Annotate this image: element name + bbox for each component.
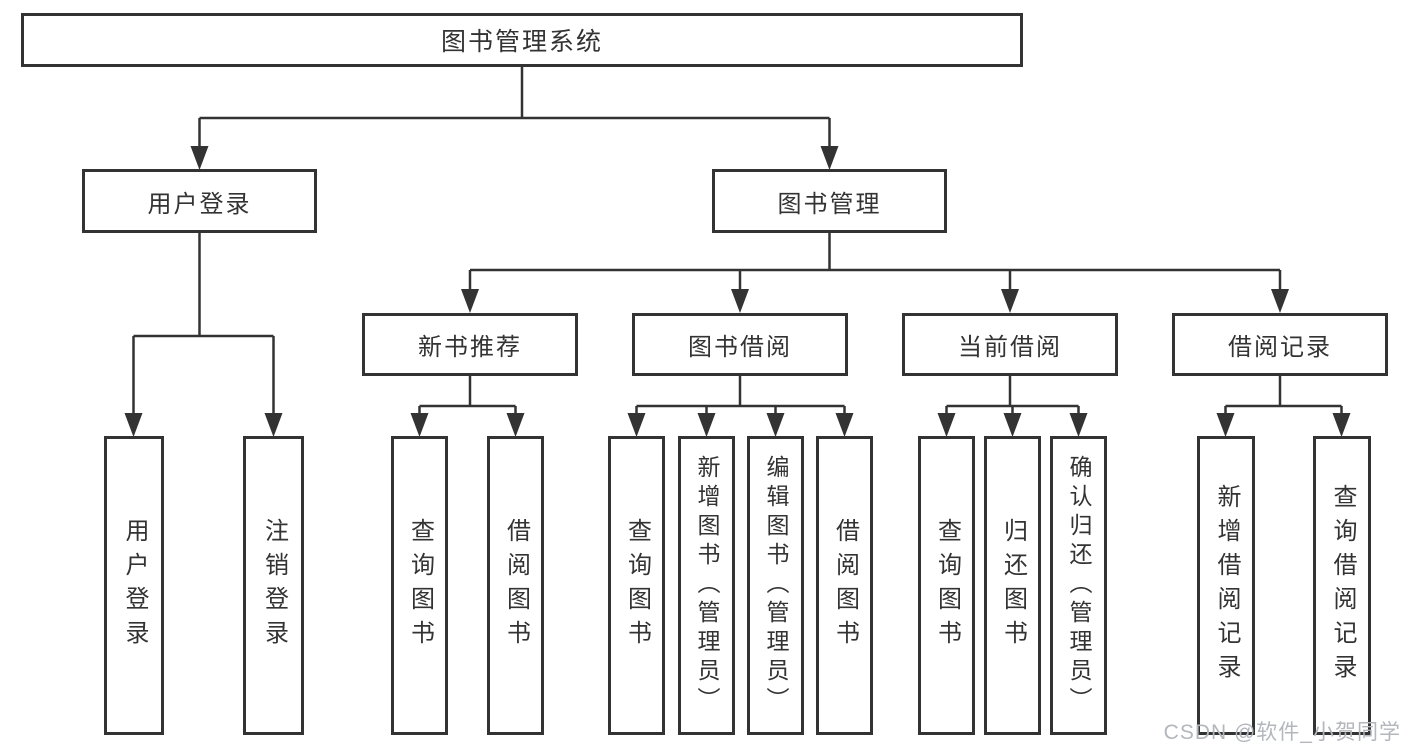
leaf-current-return-books: 归还图书: [984, 436, 1041, 735]
node-label: 用户登录: [121, 517, 148, 654]
node-book-borrow: 图书借阅: [632, 313, 848, 376]
leaf-current-confirm-return-admin: 确认归还（管理员）: [1050, 436, 1107, 735]
node-label: 查询图书: [623, 517, 651, 654]
node-label: 查询借阅记录: [1329, 483, 1356, 688]
node-borrow-records: 借阅记录: [1172, 313, 1388, 376]
node-label: 查询图书: [406, 517, 434, 654]
node-label: 确认归还（管理员）: [1066, 455, 1092, 716]
node-current-borrow: 当前借阅: [902, 313, 1118, 376]
node-label: 当前借阅: [958, 334, 1062, 361]
node-new-book-recommend: 新书推荐: [362, 313, 578, 376]
node-label: 归还图书: [999, 517, 1027, 654]
node-book-management: 图书管理: [712, 169, 947, 233]
node-label: 借阅图书: [502, 517, 530, 654]
node-root: 图书管理系统: [21, 13, 1023, 67]
leaf-borrow-borrow-books: 借阅图书: [816, 436, 873, 735]
node-label: 编辑图书（管理员）: [763, 455, 789, 716]
node-label: 图书管理: [777, 190, 882, 218]
leaf-recommend-query-books: 查询图书: [391, 436, 448, 735]
node-label: 借阅记录: [1228, 334, 1332, 361]
leaf-records-add-record: 新增借阅记录: [1197, 436, 1255, 735]
leaf-borrow-query-books: 查询图书: [608, 436, 665, 735]
node-label: 注销登录: [260, 517, 288, 654]
leaf-records-query-record: 查询借阅记录: [1313, 436, 1371, 735]
node-label: 用户登录: [147, 190, 252, 218]
node-label: 查询图书: [933, 517, 961, 654]
leaf-borrow-add-books-admin: 新增图书（管理员）: [678, 436, 735, 735]
node-label: 图书管理系统: [440, 28, 603, 56]
arrowheads: [124, 146, 1351, 437]
node-label: 图书借阅: [688, 334, 792, 361]
leaf-logout: 注销登录: [243, 436, 304, 735]
node-label: 新增借阅记录: [1213, 483, 1240, 688]
leaf-borrow-edit-books-admin: 编辑图书（管理员）: [747, 436, 804, 735]
leaf-current-query-books: 查询图书: [918, 436, 975, 735]
node-label: 借阅图书: [831, 517, 859, 654]
node-label: 新书推荐: [418, 334, 522, 361]
watermark-text: CSDN @软件_小贺同学: [1163, 721, 1401, 744]
node-user-login: 用户登录: [82, 169, 317, 233]
leaf-user-login: 用户登录: [104, 436, 164, 735]
node-label: 新增图书（管理员）: [694, 455, 720, 716]
leaf-recommend-borrow-books: 借阅图书: [487, 436, 544, 735]
